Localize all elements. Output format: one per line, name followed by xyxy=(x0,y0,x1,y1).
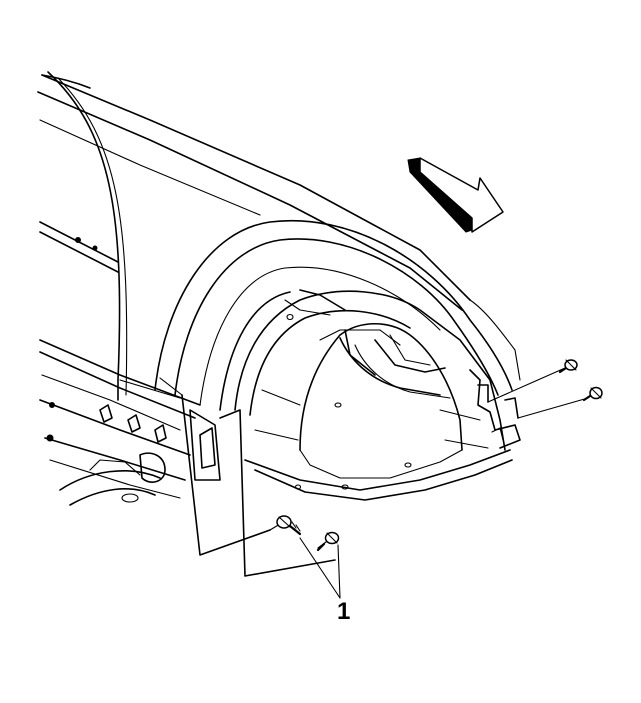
wheel-arch xyxy=(154,219,521,411)
liner-front-bolts xyxy=(487,359,603,419)
front-fender xyxy=(37,71,471,506)
front-bolt-lower xyxy=(517,386,603,419)
front-bolt-upper xyxy=(487,359,578,403)
rear-bolt-upper xyxy=(269,515,302,536)
direction-arrow-icon xyxy=(407,157,504,233)
liner-rear-bolts xyxy=(269,515,340,552)
rear-bolt-lower xyxy=(316,531,340,552)
rear-liner-flange xyxy=(119,377,336,577)
callout-number-1: 1 xyxy=(337,598,351,625)
wheelhouse-liner xyxy=(234,289,521,501)
callout-leader xyxy=(299,537,341,599)
